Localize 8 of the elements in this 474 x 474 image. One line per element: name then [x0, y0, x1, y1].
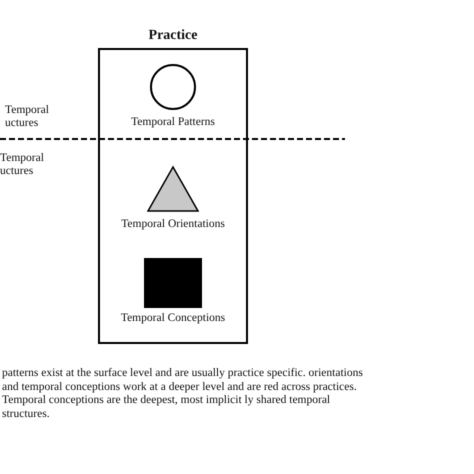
practice-column — [98, 28, 248, 344]
node-label: Temporal Patterns — [130, 116, 216, 129]
caption: patterns exist at the surface level and are usually practice specific. orientations and temporal conceptions work at a deeper level and are red across practices. Temporal conceptions are the deepest, most implicit ly shared temporal structures. — [2, 367, 364, 421]
side-label: Temporal uctures — [5, 104, 50, 130]
node-label: Temporal Orientations — [120, 218, 226, 231]
node-label: Temporal Conceptions — [120, 312, 226, 325]
column-heading: Practice — [148, 28, 198, 44]
side-label: Temporal uctures — [0, 152, 45, 178]
